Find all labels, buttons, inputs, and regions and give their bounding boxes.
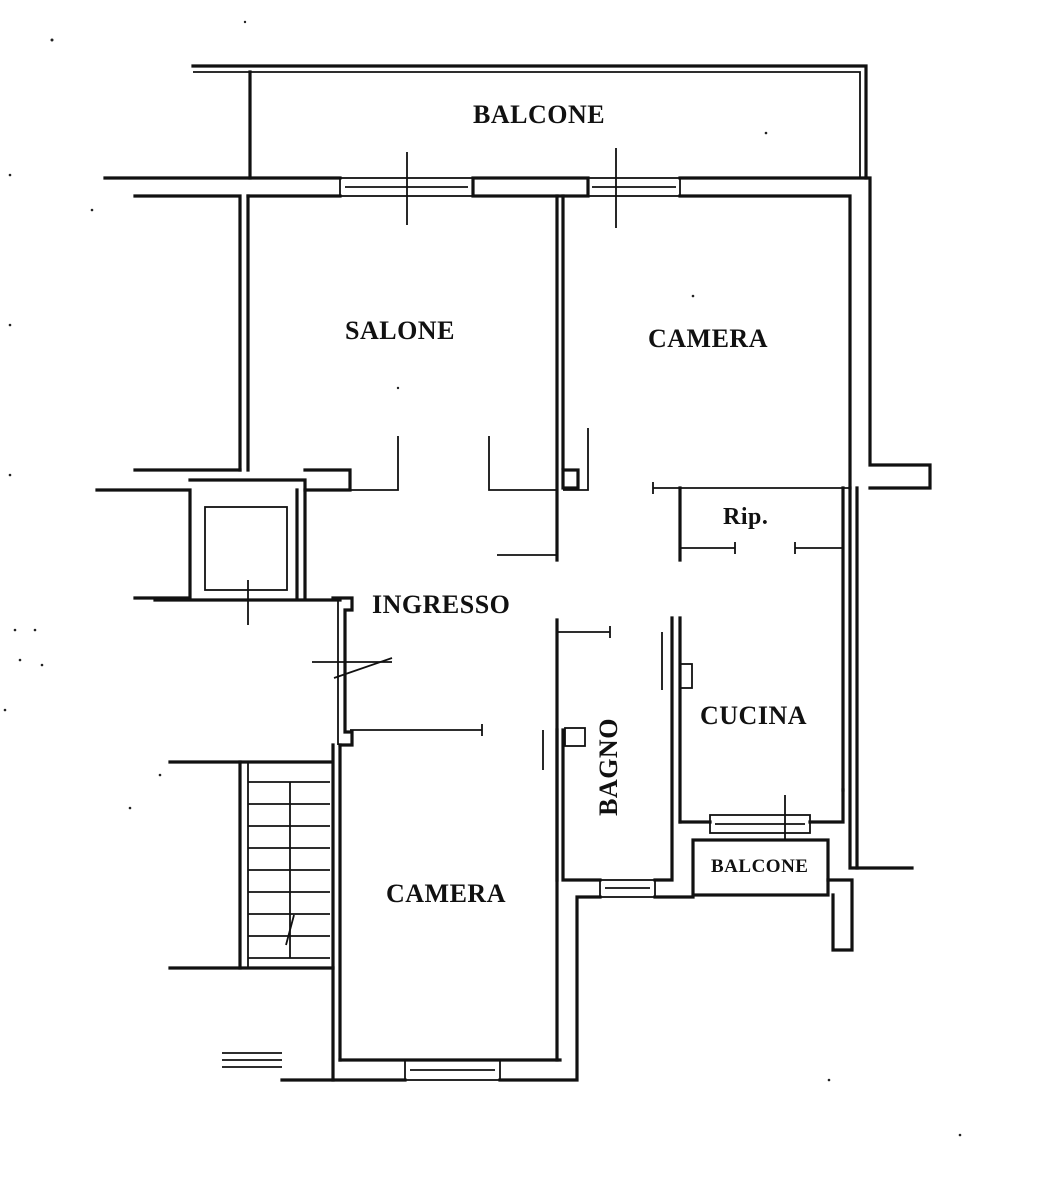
ripostiglio-walls (678, 486, 845, 792)
exterior-wall-top (103, 176, 932, 490)
room-label-balcone-small: BALCONE (711, 856, 809, 877)
scan-noise (3, 20, 962, 1137)
window-markers-top (406, 148, 617, 228)
room-label-cucina: CUCINA (700, 701, 807, 730)
entrance-wall (312, 596, 393, 747)
room-label-bagno: BAGNO (593, 718, 623, 816)
room-label-ingresso: INGRESSO (372, 590, 511, 619)
room-label-camera-bottom: CAMERA (386, 879, 506, 908)
room-label-camera-top: CAMERA (648, 324, 768, 353)
interior-partitions-upper (305, 194, 850, 562)
staircase (168, 760, 335, 970)
room-label-balcone-top: BALCONE (473, 100, 606, 129)
bagno-walls (542, 616, 695, 899)
room-label-salone: SALONE (345, 316, 455, 345)
lift-shaft (95, 468, 352, 625)
room-label-ripostiglio: Rip. (723, 504, 769, 530)
top-balcony-outline (191, 64, 868, 180)
cucina-walls (678, 486, 914, 952)
camera-bottom-walls (222, 724, 602, 1082)
